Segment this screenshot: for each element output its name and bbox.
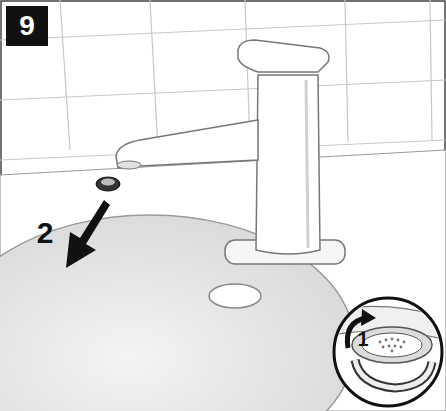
callout-number: 2 <box>30 216 60 250</box>
step-number: 9 <box>6 6 48 46</box>
callout-number: 1 <box>353 326 373 352</box>
